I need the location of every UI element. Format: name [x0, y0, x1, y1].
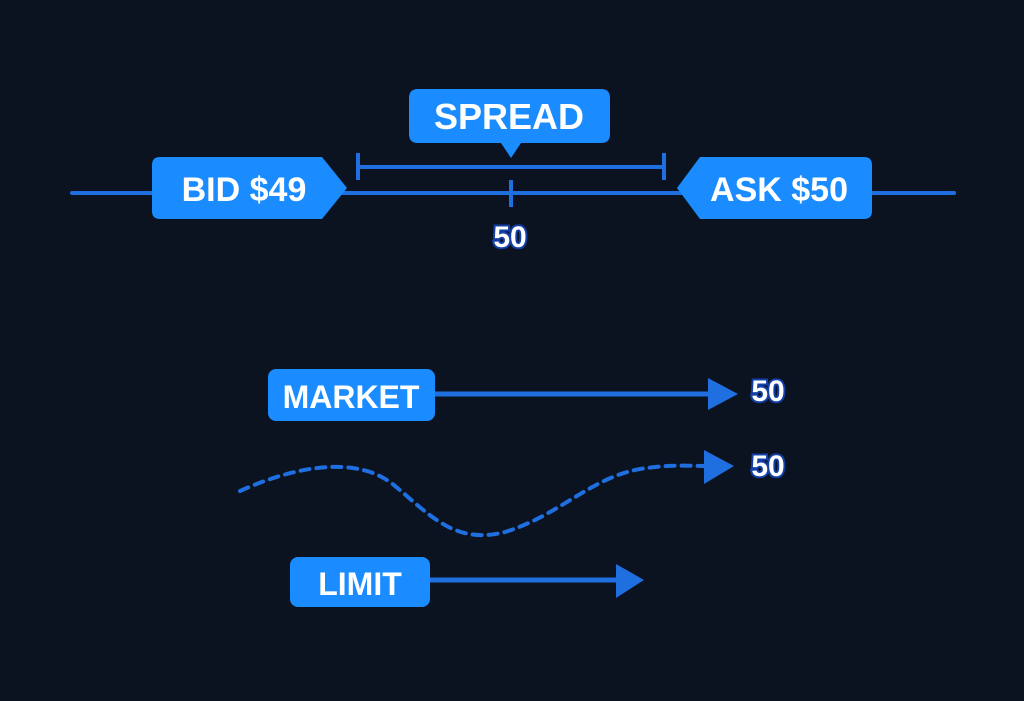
limit-tag	[290, 557, 430, 607]
spread-section: SPREAD BID $49 ASK $50 50	[70, 89, 956, 256]
market-arrowhead	[708, 378, 738, 410]
dashed-wave-line	[238, 463, 710, 538]
spread-callout: SPREAD	[409, 89, 610, 158]
ask-label: ASK $50	[710, 171, 848, 209]
market-label: MARKET	[283, 379, 420, 415]
bid-label: BID $49	[182, 171, 307, 209]
spread-bracket	[356, 153, 666, 180]
bid-tag: BID $49	[152, 157, 347, 219]
price-movement-path: 50	[238, 448, 787, 538]
market-order: MARKET 50	[268, 369, 787, 421]
dashed-wave-arrowhead	[704, 450, 734, 484]
dashed-fill-price: 50	[751, 450, 784, 483]
spread-label: SPREAD	[434, 96, 584, 137]
market-tag	[268, 369, 435, 421]
limit-label: LIMIT	[318, 566, 402, 602]
limit-order: LIMIT	[290, 557, 644, 607]
market-fill-price: 50	[751, 375, 784, 408]
ask-tag: ASK $50	[677, 157, 872, 219]
limit-arrowhead	[616, 564, 644, 598]
mid-price-value: 50	[493, 221, 526, 254]
